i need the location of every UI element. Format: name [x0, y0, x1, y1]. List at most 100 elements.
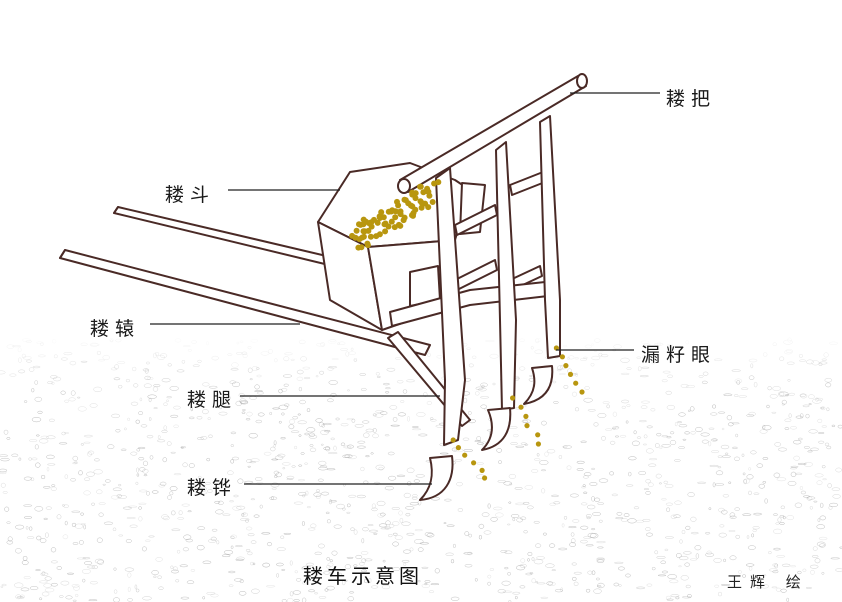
soil-grain [813, 547, 817, 551]
soil-grain [298, 414, 301, 415]
soil-grain [7, 522, 11, 524]
soil-grain [563, 446, 568, 447]
soil-grain [308, 590, 314, 592]
soil-grain [491, 517, 498, 521]
plowshare-left [420, 456, 453, 500]
soil-grain [182, 504, 190, 506]
soil-grain [139, 490, 147, 492]
soil-grain [136, 482, 138, 485]
soil-grain [591, 468, 594, 470]
soil-grain [277, 548, 286, 551]
soil-grain [796, 416, 803, 418]
soil-grain [291, 431, 299, 433]
soil-grain [249, 433, 258, 438]
handle-bar [400, 76, 586, 192]
soil-grain [573, 520, 580, 523]
soil-grain [655, 443, 659, 447]
soil-grain [98, 560, 104, 565]
soil-grain [308, 528, 315, 530]
soil-grain [30, 586, 38, 589]
soil-grain [541, 489, 545, 494]
soil-grain [330, 500, 337, 502]
soil-grain [790, 468, 796, 470]
seed [395, 202, 401, 208]
soil-grain [349, 592, 354, 594]
soil-grain [702, 440, 708, 443]
soil-grain [319, 422, 324, 426]
soil-grain [612, 428, 615, 429]
soil-grain [829, 503, 837, 507]
soil-grain [163, 458, 167, 462]
seed [462, 453, 467, 458]
soil-grain [722, 428, 724, 430]
label-lou-yuan: 耧辕 [90, 314, 140, 341]
soil-grain [475, 392, 479, 396]
soil-grain [695, 427, 702, 432]
soil-grain [515, 487, 523, 489]
soil-grain [39, 598, 42, 600]
soil-grain [128, 587, 130, 592]
soil-grain [29, 439, 37, 441]
soil-grain [818, 441, 824, 443]
soil-grain [464, 398, 467, 403]
soil-grain [361, 551, 368, 554]
soil-grain [160, 482, 166, 486]
soil-grain [304, 463, 307, 465]
soil-grain [730, 556, 736, 560]
soil-grain [632, 441, 639, 446]
soil-grain [636, 587, 644, 589]
soil-grain [24, 477, 32, 480]
soil-grain [577, 468, 584, 470]
soil-grain [598, 503, 604, 505]
soil-grain [99, 513, 104, 517]
soil-grain [527, 506, 533, 509]
soil-grain [266, 585, 275, 587]
soil-grain [290, 592, 293, 596]
soil-grain [35, 397, 42, 401]
soil-grain [749, 567, 752, 571]
soil-grain [732, 447, 737, 449]
soil-grain [666, 508, 669, 512]
soil-grain [385, 435, 389, 436]
soil-grain [45, 533, 48, 538]
soil-grain [229, 585, 233, 587]
soil-grain [44, 518, 48, 520]
soil-grain [410, 502, 419, 505]
soil-grain [15, 525, 24, 529]
soil-grain [189, 417, 194, 419]
soil-grain [39, 581, 47, 583]
soil-grain [272, 488, 277, 490]
soil-grain [1, 458, 10, 461]
soil-grain [282, 413, 285, 415]
soil-grain [237, 506, 245, 509]
soil-grain [341, 423, 348, 426]
soil-grain [391, 425, 400, 426]
soil-grain [149, 417, 151, 420]
soil-grain [836, 468, 842, 472]
soil-grain [523, 420, 528, 423]
soil-grain [677, 422, 682, 423]
soil-grain [584, 398, 593, 402]
soil-grain [42, 592, 49, 596]
soil-grain [618, 567, 624, 570]
soil-grain [293, 591, 301, 595]
soil-grain [248, 552, 253, 555]
soil-grain [676, 553, 681, 557]
soil-grain [729, 530, 736, 531]
soil-grain [751, 451, 757, 454]
soil-grain [149, 536, 155, 537]
soil-grain [136, 589, 139, 592]
soil-grain [197, 417, 202, 420]
seed [409, 212, 415, 218]
soil-grain [59, 596, 63, 598]
soil-grain [351, 528, 355, 531]
soil-grain [646, 479, 651, 483]
soil-grain [596, 578, 599, 580]
soil-grain [484, 531, 491, 535]
soil-grain [183, 463, 188, 467]
soil-grain [776, 523, 780, 525]
seed [524, 423, 529, 428]
soil-grain [84, 525, 86, 529]
soil-grain [139, 457, 144, 460]
soil-grain [263, 563, 269, 567]
